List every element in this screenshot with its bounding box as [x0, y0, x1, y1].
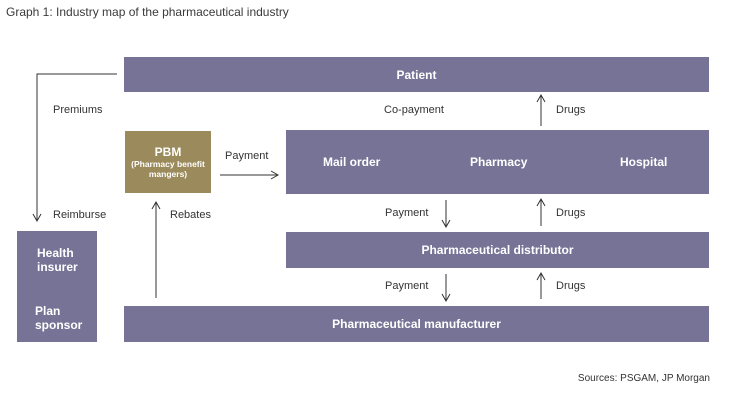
drugs-to-patient-label: Drugs — [556, 104, 586, 116]
retail-box: Mail order Pharmacy Hospital — [286, 130, 709, 194]
insurer-box: Health insurer Plan sponsor — [17, 231, 97, 342]
pbm-title: PBM — [154, 145, 182, 159]
patient-box: Patient — [124, 57, 709, 92]
distributor-label: Pharmaceutical distributor — [421, 243, 574, 257]
manufacturer-label: Pharmaceutical manufacturer — [332, 317, 501, 331]
mail-order-label: Mail order — [323, 155, 381, 169]
patient-label: Patient — [396, 67, 437, 82]
sources-note: Sources: PSGAM, JP Morgan — [577, 373, 710, 384]
payment-to-manufacturer-label: Payment — [385, 280, 429, 292]
premiums-label: Premiums — [53, 104, 103, 116]
manufacturer-box: Pharmaceutical manufacturer — [124, 306, 709, 342]
pbm-subtitle: (Pharmacy benefit mangers) — [131, 159, 205, 179]
diagram-title: Graph 1: Industry map of the pharmaceuti… — [6, 5, 289, 19]
pbm-payment-label: Payment — [225, 150, 269, 162]
hospital-label: Hospital — [620, 155, 668, 169]
pbm-box: PBM (Pharmacy benefit mangers) — [125, 131, 211, 193]
copayment-label: Co-payment — [384, 104, 444, 116]
plan-sponsor-label: Plan sponsor — [35, 304, 83, 332]
drugs-to-retail-label: Drugs — [556, 207, 586, 219]
reimburse-label: Reimburse — [53, 209, 107, 221]
payment-to-distributor-label: Payment — [385, 207, 429, 219]
distributor-box: Pharmaceutical distributor — [286, 232, 709, 268]
rebates-label: Rebates — [170, 209, 211, 221]
drugs-to-distributor-label: Drugs — [556, 280, 586, 292]
premiums-arrow — [32, 73, 117, 223]
health-insurer-label: Health insurer — [37, 246, 78, 274]
pharmacy-label: Pharmacy — [470, 155, 528, 169]
